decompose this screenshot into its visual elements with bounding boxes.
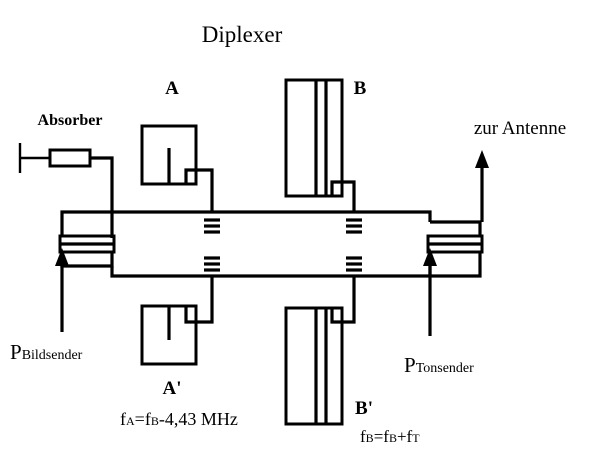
diagram-title: Diplexer [202, 22, 283, 47]
filter-b-prime-label: B' [355, 398, 373, 419]
lower-line [60, 248, 482, 278]
formula-a: fA=fB-4,43 MHz [120, 409, 238, 429]
filter-a-prime-label: A' [163, 378, 182, 399]
coupling-a-upper [204, 218, 220, 234]
formula-b: fB=fB+fT [360, 427, 420, 446]
coupling-b-lower [346, 256, 362, 272]
left-hybrid-coupler [58, 234, 116, 254]
antenna-label: zur Antenne [474, 118, 566, 139]
port-tonsender-label: PTonsender [404, 353, 474, 377]
filter-a [140, 124, 214, 212]
filter-a-label: A [165, 78, 179, 99]
right-hybrid-coupler [426, 234, 484, 254]
coupling-a-lower [204, 256, 220, 272]
filter-b [284, 78, 356, 212]
antenna-arrow [475, 150, 489, 222]
port-bildsender-label: PBildsender [10, 340, 83, 364]
filter-b-prime [284, 276, 356, 426]
absorber-label: Absorber [38, 112, 103, 129]
coupling-b-upper [346, 218, 362, 234]
tonsender-arrow [423, 248, 437, 336]
absorber-resistor [18, 143, 114, 238]
bildsender-arrow [55, 248, 69, 332]
filter-a-prime [140, 276, 214, 366]
filter-b-label: B [354, 78, 367, 99]
upper-line [60, 210, 482, 240]
